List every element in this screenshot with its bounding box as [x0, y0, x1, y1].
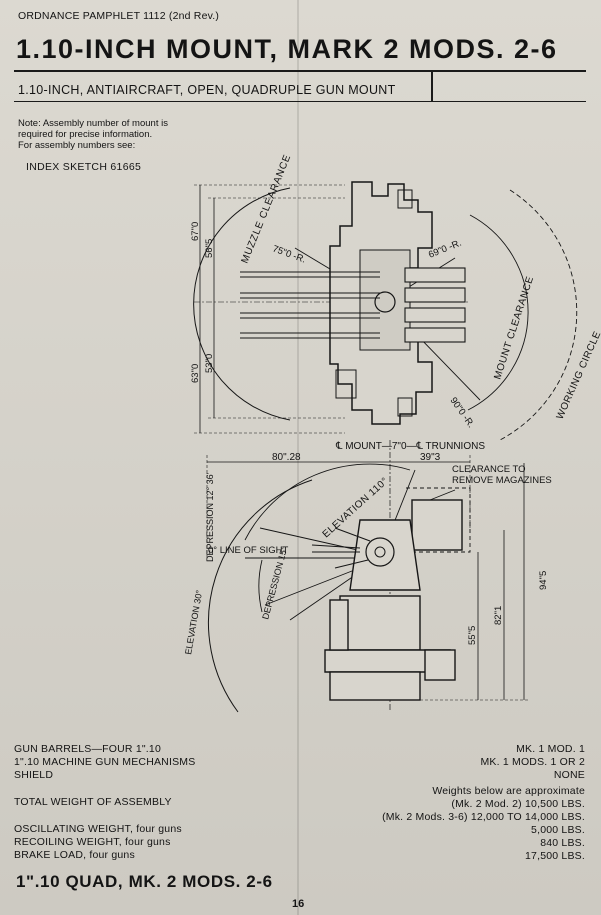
- working-circle-arc: [499, 189, 578, 441]
- line-of-sight-label: 0° LINE OF SIGHT: [208, 545, 289, 556]
- title-rule-top: [14, 70, 586, 72]
- dim-67-0: 67"0: [190, 222, 201, 241]
- clearance-label-2: REMOVE MAGAZINES: [452, 475, 552, 486]
- elevation-arc: [208, 479, 313, 713]
- dim-82-1: 82"1: [493, 606, 504, 625]
- plan-barrels: [240, 271, 380, 339]
- mount-clearance-arc: [467, 214, 529, 411]
- page-number: 16: [292, 898, 305, 910]
- clearance-label-1: CLEARANCE TO: [452, 464, 526, 475]
- spec-recoiling-weight: RECOILING WEIGHT, four guns: [14, 836, 171, 848]
- dim-56-5: 56"5: [204, 239, 215, 258]
- footer-title: 1".10 QUAD, MK. 2 MODS. 2-6: [16, 872, 273, 891]
- radius-90-label: 90"0 -R.: [448, 395, 477, 430]
- working-circle-label: WORKING CIRCLE: [555, 330, 601, 422]
- pamphlet-id: ORDNANCE PAMPHLET 1112 (2nd Rev.): [18, 10, 220, 22]
- dim-55-5: 55"5: [467, 626, 478, 645]
- page-subtitle: 1.10-INCH, ANTIAIRCRAFT, OPEN, QUADRUPLE…: [18, 83, 396, 97]
- dim-53-0: 53"0: [204, 354, 215, 373]
- recoiling-weight-value: 840 LBS.: [540, 837, 585, 849]
- gun-mount-drawing: 67"0 56"5 63"0 53"0 MUZZLE CLEARANCE 75"…: [183, 153, 601, 713]
- spec-barrels: GUN BARRELS—FOUR 1".10: [14, 743, 161, 755]
- radius-75-label: 75"0 -R.: [271, 243, 307, 265]
- spec-total-weight: TOTAL WEIGHT OF ASSEMBLY: [14, 796, 172, 808]
- spec-barrels-value: MK. 1 MOD. 1: [516, 743, 585, 755]
- assembly-note: Note: Assembly number of mount is requir…: [18, 118, 168, 151]
- title-rule-bottom: [14, 101, 586, 102]
- magazine-clearance: [406, 487, 471, 553]
- dim-80-28-label: 80".28: [272, 452, 301, 463]
- spec-brake-load: BRAKE LOAD, four guns: [14, 849, 135, 861]
- dim-94-5: 94"5: [538, 571, 549, 590]
- total-weight-mods3-6: (Mk. 2 Mods. 3-6) 12,000 TO 14,000 LBS.: [382, 811, 585, 823]
- depression-12-label: DEPRESSION 12° 36': [205, 472, 215, 562]
- dim-39-3-label: 39"3: [420, 452, 441, 463]
- spec-shield: SHIELD: [14, 769, 54, 781]
- total-weight-mod2: (Mk. 2 Mod. 2) 10,500 LBS.: [451, 798, 585, 810]
- centerline-label: ℄ MOUNT—7"0—℄ TRUNNIONS: [335, 441, 485, 452]
- spec-mechanisms-value: MK. 1 MODS. 1 OR 2: [480, 756, 585, 768]
- spec-shield-value: NONE: [553, 769, 585, 781]
- muzzle-clearance-arc: [193, 187, 291, 421]
- dim-63-0: 63"0: [190, 364, 201, 383]
- weights-note: Weights below are approximate: [432, 785, 585, 797]
- subtitle-divider: [431, 72, 433, 102]
- spec-mechanisms: 1".10 MACHINE GUN MECHANISMS: [14, 756, 196, 768]
- side-mount-body: [324, 499, 463, 701]
- page-fold: [297, 0, 299, 915]
- brake-load-value: 17,500 LBS.: [525, 850, 585, 862]
- elevation-30-label: ELEVATION 30°: [183, 589, 204, 655]
- spec-oscillating-weight: OSCILLATING WEIGHT, four guns: [14, 823, 182, 835]
- page-title: 1.10-INCH MOUNT, MARK 2 MODS. 2-6: [16, 34, 558, 64]
- oscillating-weight-value: 5,000 LBS.: [531, 824, 585, 836]
- index-sketch-ref: INDEX SKETCH 61665: [26, 161, 142, 173]
- plan-breech-blocks: [404, 267, 466, 343]
- depression-15-label: DEPRESSION 15°: [260, 545, 289, 621]
